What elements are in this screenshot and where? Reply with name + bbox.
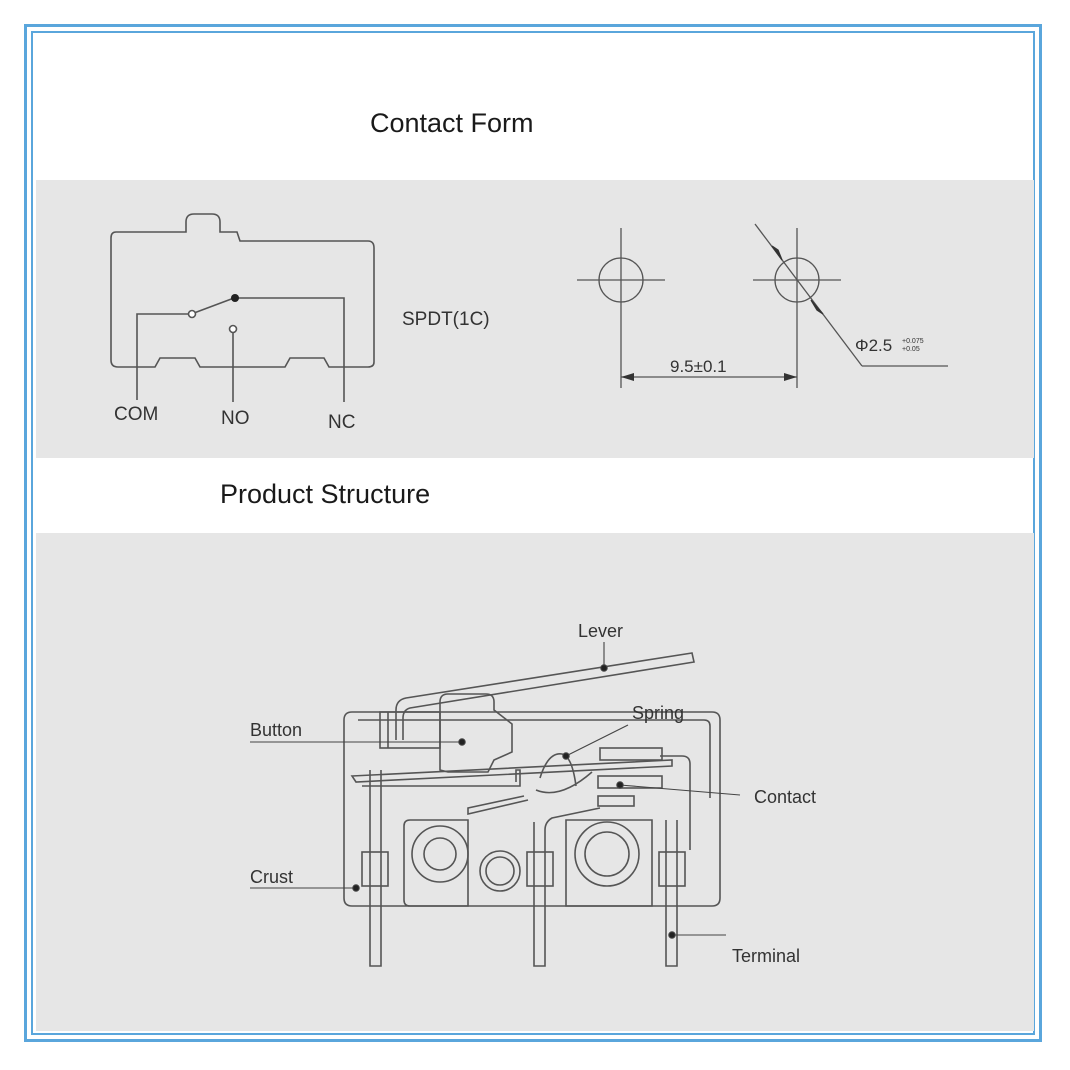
spdt-label: SPDT(1C)	[402, 309, 490, 330]
upper-contact	[599, 747, 663, 761]
contact-label: Contact	[754, 787, 816, 807]
no-label: NO	[221, 408, 250, 429]
nc-wire	[234, 297, 345, 402]
button-label: Button	[250, 720, 302, 740]
diameter-leader	[754, 223, 863, 367]
nc-label: NC	[328, 412, 355, 433]
hole-tolerance-lower: +0.05	[902, 346, 920, 353]
terminal-left	[369, 770, 382, 967]
terminal-right	[665, 820, 678, 967]
contact-form-band	[36, 180, 1034, 458]
no-contact-dot	[228, 324, 238, 334]
pitch-label: 9.5±0.1	[670, 357, 727, 376]
switch-body-outline	[110, 213, 375, 368]
com-label: COM	[114, 404, 158, 425]
hole-diameter-label: Φ2.5	[855, 336, 892, 355]
middle-contact	[597, 775, 663, 789]
spring-label: Spring	[632, 703, 684, 723]
switch-structure-drawing	[343, 652, 721, 967]
switch-schematic	[110, 213, 375, 402]
hole-tolerance-upper: +0.075	[902, 338, 924, 345]
switch-blade	[193, 297, 235, 314]
housing-outline	[343, 711, 721, 907]
outer-frame	[24, 24, 1042, 1042]
contact-form-title: Contact Form	[370, 108, 534, 138]
lever	[395, 652, 695, 740]
mounting-boss-left	[403, 819, 469, 907]
hole-dimension-drawing	[577, 223, 948, 388]
nc-contact-dot	[231, 294, 239, 302]
product-structure-band	[36, 533, 1034, 1031]
terminal-middle	[533, 807, 601, 967]
crust-label: Crust	[250, 867, 293, 887]
structure-leaders	[250, 642, 741, 939]
lever-label: Lever	[578, 621, 623, 641]
com-wire	[136, 313, 190, 400]
terminal-label: Terminal	[732, 946, 800, 966]
button-plunger	[439, 693, 513, 773]
com-contact-dot	[187, 309, 197, 319]
spring	[539, 753, 577, 787]
product-structure-title: Product Structure	[220, 479, 431, 509]
internal-plate	[350, 759, 673, 783]
